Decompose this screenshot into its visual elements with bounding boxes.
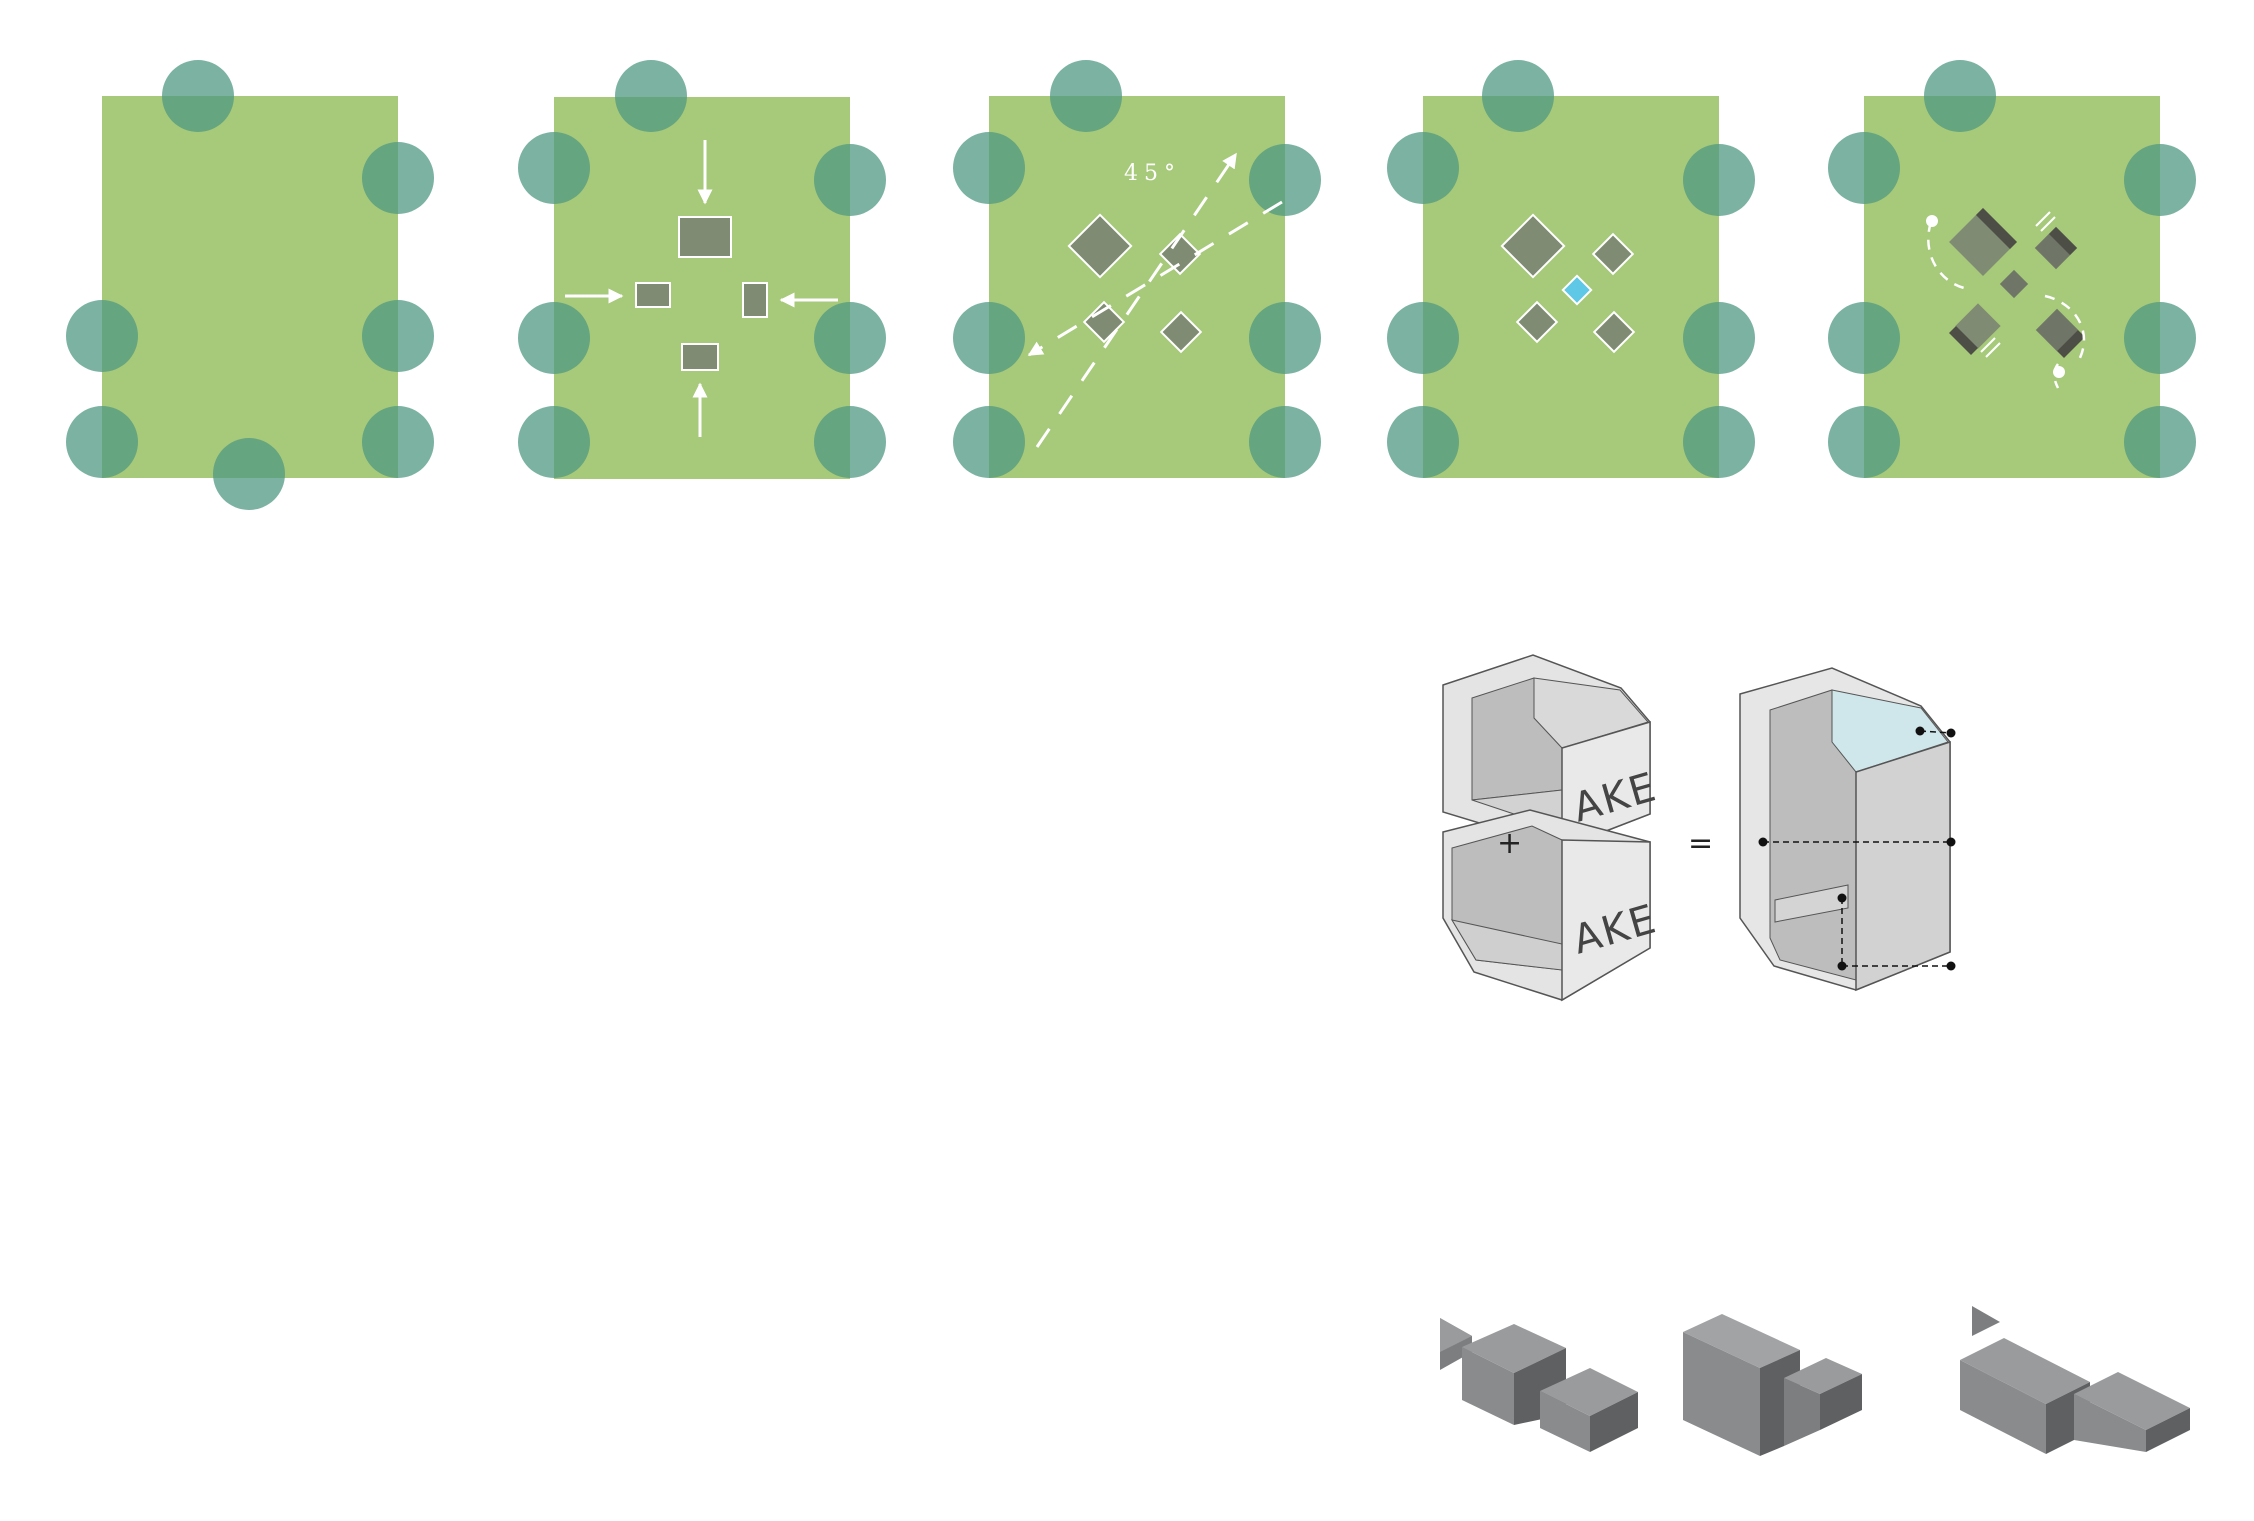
block-shadow bbox=[2049, 227, 2077, 255]
block-icon bbox=[1500, 213, 1566, 279]
tree-icon bbox=[1387, 302, 1459, 374]
dimension-lines bbox=[1763, 730, 1952, 967]
arrow-group bbox=[565, 140, 838, 437]
tree-icon bbox=[518, 302, 590, 374]
massing-3 bbox=[1960, 1306, 2190, 1454]
bench-group bbox=[1980, 211, 2056, 358]
site-plot bbox=[554, 97, 850, 479]
plus-sign: + bbox=[1497, 826, 1522, 861]
tree-icon bbox=[1683, 406, 1755, 478]
bench-icon bbox=[1985, 342, 2001, 358]
bench-icon bbox=[2035, 211, 2051, 227]
tree-icon bbox=[1249, 406, 1321, 478]
block-icon bbox=[742, 282, 768, 318]
arrow-icon bbox=[1035, 152, 1238, 448]
tree-icon bbox=[66, 406, 138, 478]
tree-group bbox=[1387, 60, 1755, 478]
tree-group bbox=[1828, 60, 2196, 478]
tree-icon bbox=[615, 60, 687, 132]
tree-icon bbox=[2124, 406, 2196, 478]
block-shadow bbox=[2057, 330, 2085, 358]
block-shadow bbox=[1976, 208, 2017, 249]
site-plot bbox=[989, 96, 1285, 478]
tree-icon bbox=[953, 132, 1025, 204]
tree-icon bbox=[814, 302, 886, 374]
tree-icon bbox=[1828, 406, 1900, 478]
circulation-path bbox=[1927, 221, 2086, 389]
tree-icon bbox=[1050, 60, 1122, 132]
site-diagram-2 bbox=[518, 60, 886, 479]
site-plot bbox=[102, 96, 398, 478]
block-icon bbox=[681, 343, 719, 371]
module-bottom: AKE bbox=[1442, 809, 1662, 1002]
tree-icon bbox=[518, 406, 590, 478]
tree-icon bbox=[1482, 60, 1554, 132]
tree-icon bbox=[1387, 132, 1459, 204]
path-start-dot bbox=[1926, 215, 1938, 227]
pool-icon bbox=[1561, 274, 1593, 306]
dimension-dots bbox=[1758, 726, 1956, 971]
tree-icon bbox=[814, 406, 886, 478]
tree-icon bbox=[2124, 302, 2196, 374]
bench-icon bbox=[2040, 216, 2056, 232]
bench-icon bbox=[1980, 337, 1996, 353]
block-icon bbox=[1592, 310, 1636, 354]
module-assembly: AKE AKE + = bbox=[1442, 654, 1956, 1002]
tree-icon bbox=[2124, 144, 2196, 216]
block-group bbox=[1067, 213, 1203, 354]
tree-icon bbox=[362, 406, 434, 478]
block-shadow bbox=[1949, 326, 1978, 355]
block-icon bbox=[1159, 310, 1203, 354]
axis-arrows bbox=[1027, 152, 1283, 448]
tree-icon bbox=[518, 132, 590, 204]
tree-icon bbox=[1249, 302, 1321, 374]
angle-label: 45° bbox=[1124, 161, 1181, 186]
site-diagram-3: 45° bbox=[953, 60, 1321, 478]
tree-icon bbox=[362, 300, 434, 372]
tree-group bbox=[66, 60, 434, 510]
block-icon bbox=[1591, 232, 1635, 276]
site-diagram-1 bbox=[66, 60, 434, 510]
tree-icon bbox=[213, 438, 285, 510]
tree-icon bbox=[1924, 60, 1996, 132]
block-icon bbox=[1158, 232, 1202, 276]
block-icon bbox=[635, 282, 671, 308]
module-top: AKE bbox=[1442, 654, 1662, 850]
tree-group bbox=[953, 60, 1321, 478]
equals-sign: = bbox=[1688, 826, 1713, 861]
massing-2 bbox=[1683, 1314, 1862, 1456]
block-icon bbox=[1999, 269, 2029, 299]
tree-icon bbox=[1683, 144, 1755, 216]
tree-icon bbox=[953, 406, 1025, 478]
tree-icon bbox=[1828, 132, 1900, 204]
module-combined bbox=[1739, 667, 1956, 992]
tree-group bbox=[518, 60, 886, 478]
tree-icon bbox=[814, 144, 886, 216]
arrow-icon bbox=[1027, 200, 1283, 357]
massing-studies bbox=[1440, 1306, 2190, 1456]
site-diagram-4 bbox=[1387, 60, 1755, 478]
massing-1 bbox=[1440, 1318, 1638, 1452]
tree-icon bbox=[66, 300, 138, 372]
block-icon bbox=[678, 216, 732, 258]
tree-icon bbox=[1828, 302, 1900, 374]
tree-icon bbox=[162, 60, 234, 132]
block-group bbox=[635, 216, 768, 371]
tree-icon bbox=[1387, 406, 1459, 478]
path-end-dot bbox=[2053, 366, 2065, 378]
tree-icon bbox=[953, 302, 1025, 374]
tree-icon bbox=[1683, 302, 1755, 374]
tree-icon bbox=[1249, 144, 1321, 216]
site-diagram-5 bbox=[1828, 60, 2196, 478]
block-icon bbox=[1515, 300, 1559, 344]
block-group bbox=[1500, 213, 1636, 354]
block-icon bbox=[1067, 213, 1133, 279]
tree-icon bbox=[362, 142, 434, 214]
